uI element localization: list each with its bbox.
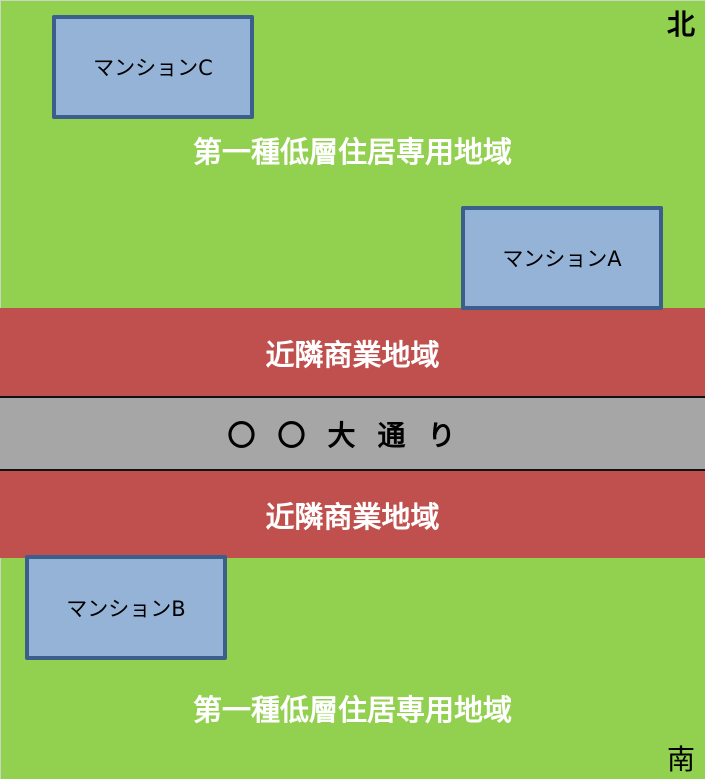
- north-commercial-zone-label: 近隣商業地域: [265, 337, 440, 372]
- mansion-b-box: マンションB: [25, 555, 227, 660]
- main-road: 〇〇大通り: [0, 396, 705, 471]
- mansion-c-box: マンションC: [52, 15, 254, 119]
- south-label: 南: [666, 743, 695, 776]
- north-commercial-zone: 近隣商業地域: [0, 308, 705, 397]
- south-commercial-zone-label: 近隣商業地域: [265, 499, 440, 534]
- mansion-c-label: マンションC: [93, 56, 213, 80]
- mansion-b-label: マンションB: [66, 596, 186, 621]
- mansion-a-label: マンションA: [502, 247, 622, 271]
- road-label: 〇〇大通り: [227, 418, 478, 452]
- north-residential-zone-label: 第一種低層住居専用地域: [192, 135, 512, 169]
- south-commercial-zone: 近隣商業地域: [0, 471, 705, 558]
- north-label: 北: [666, 8, 695, 41]
- top-border: [0, 0, 705, 1]
- south-residential-zone-label: 第一種低層住居専用地域: [192, 693, 512, 727]
- mansion-a-box: マンションA: [461, 206, 663, 310]
